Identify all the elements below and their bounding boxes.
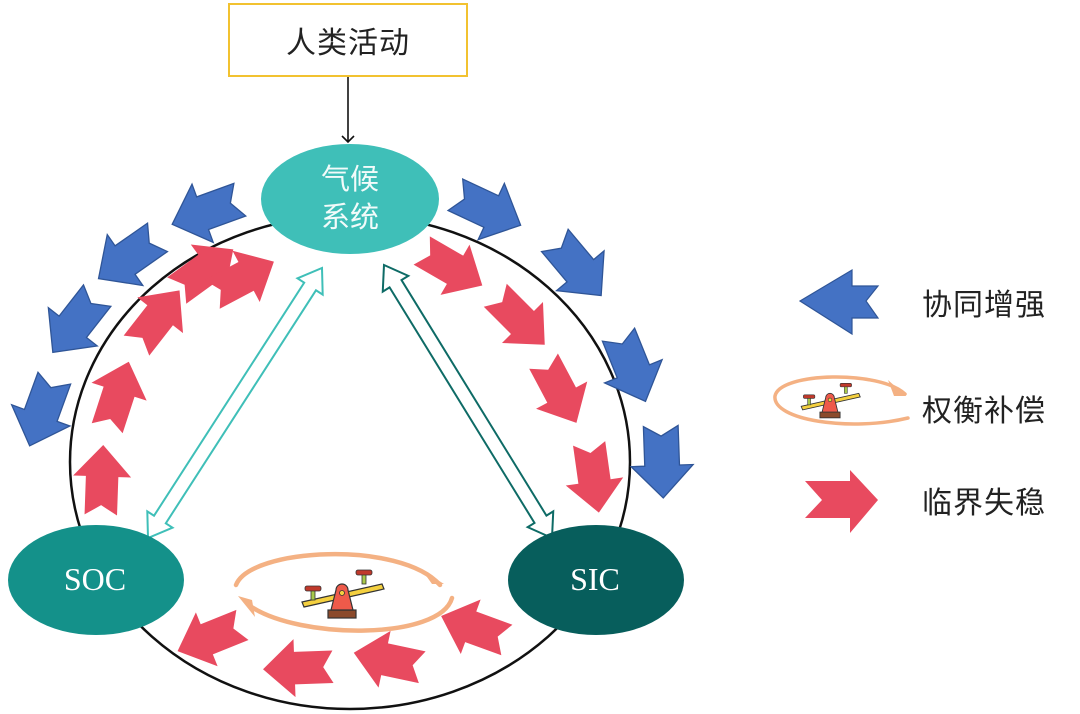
climate-system-label-line2: 系统 (320, 200, 379, 234)
climate-soc-link-arrow (146, 266, 324, 540)
synergy-arrows-group (10, 177, 695, 499)
soc-label: SOC (63, 561, 127, 597)
instability-arrow (353, 630, 426, 688)
synergy-arrow (446, 177, 522, 241)
instability-arrow (204, 250, 274, 309)
instability-arrow (413, 236, 483, 295)
instability-arrow (483, 283, 545, 345)
climate-sic-link-arrow (381, 263, 555, 540)
seesaw-seat-left (803, 394, 816, 399)
legend-icons (773, 268, 910, 533)
seesaw-base (327, 609, 357, 619)
synergy-arrow (601, 326, 664, 403)
instability-arrow (167, 244, 234, 304)
legend-instability-label: 临界失稳 (922, 486, 1046, 521)
instability-arrow (123, 290, 184, 356)
instability-arrows-group (73, 236, 624, 698)
tradeoff-legend-ring (773, 375, 910, 426)
seesaw-pivot-bolt (827, 397, 833, 402)
synergy-arrow (540, 227, 605, 297)
blue-left-arrow-icon (798, 268, 880, 336)
instability-arrow (565, 441, 624, 513)
seesaw-seat-right-post (844, 385, 848, 394)
synergy-arrow (97, 221, 169, 287)
seesaw-seat-right-post (361, 573, 367, 585)
seesaw-pivot (821, 392, 839, 413)
instability-arrow (441, 599, 513, 656)
synergy-arrow (47, 283, 113, 354)
seesaw-seat-right (355, 569, 373, 576)
sic-label: SIC (570, 561, 620, 597)
synergy-arrow (10, 370, 72, 447)
tradeoff-ring-arrowhead-right (422, 570, 444, 584)
seesaw-seat-left (304, 585, 322, 592)
links-group (146, 263, 555, 540)
human-activity-box: 人类活动 (228, 3, 468, 77)
seesaw-base (819, 411, 841, 419)
instability-arrow (263, 639, 334, 698)
red-right-arrow-icon (805, 470, 878, 533)
tradeoff-legend-ring-arrowhead (888, 380, 906, 396)
instability-arrow (91, 361, 147, 434)
legend-tradeoff-label: 权衡补偿 (922, 394, 1046, 429)
synergy-arrow (629, 424, 695, 499)
tradeoff-ring-arrowhead-left (238, 596, 255, 617)
instability-arrow (73, 445, 132, 516)
seesaw-icon (301, 569, 385, 619)
seesaw-seat-right (839, 382, 852, 388)
climate-system-label-line1: 气候 (320, 162, 379, 196)
synergy-arrow (171, 182, 248, 244)
human-activity-label: 人类活动 (286, 26, 410, 61)
climate-system-label: 气候 系统 (280, 160, 420, 236)
sic-node (508, 525, 684, 635)
legend-seesaw-icon (800, 382, 861, 419)
seesaw-pivot (330, 583, 354, 611)
instability-arrow (529, 353, 588, 423)
seesaw-seat-left-post (807, 397, 811, 406)
instability-arrow (177, 609, 249, 667)
tradeoff-ring-bottom-arc (247, 595, 455, 633)
seesaw-seat-left-post (310, 589, 316, 601)
soc-node (8, 525, 184, 635)
seesaw-pivot-bolt (339, 590, 345, 596)
legend-synergy-label: 协同增强 (922, 288, 1046, 323)
system-loop-circle (68, 213, 632, 711)
tradeoff-legend-ring-arc (773, 375, 910, 426)
tradeoff-ring-top-arc (233, 552, 443, 588)
climate-system-node (261, 144, 439, 254)
tradeoff-ring (233, 552, 455, 633)
